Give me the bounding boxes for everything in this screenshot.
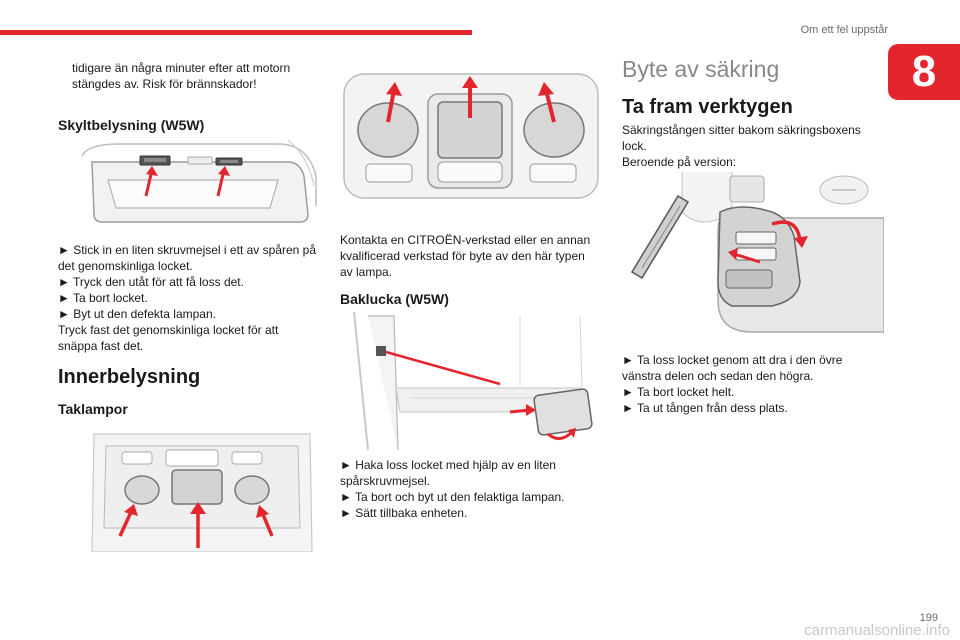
tools-steps: ► Ta loss locket genom att dra i den övr… <box>622 353 843 415</box>
plate-light-heading: Skyltbelysning (W5W) <box>58 117 205 133</box>
boot-light-illustration <box>340 312 602 450</box>
intro-warning: tidigare än några minuter efter att moto… <box>72 61 291 91</box>
boot-light-heading: Baklucka (W5W) <box>340 291 449 307</box>
fuse-box-illustration <box>622 172 884 344</box>
plate-light-illustration <box>78 136 322 234</box>
tools-intro: Säkringstången sitter bakom säkringsboxe… <box>622 123 861 169</box>
page-number: 199 <box>919 612 938 624</box>
plate-light-steps: ► Stick in en liten skruvmejsel i ett av… <box>58 243 316 353</box>
ceiling-lamp-illustration <box>86 424 318 552</box>
interior-lighting-heading: Innerbelysning <box>58 366 201 388</box>
ceiling-lamps-heading: Taklampor <box>58 401 128 417</box>
section-title: Om ett fel uppstår <box>800 24 888 36</box>
boot-light-steps: ► Haka loss locket med hjälp av en liten… <box>340 458 565 520</box>
chapter-badge: 8 <box>888 44 960 100</box>
overhead-console-illustration <box>340 70 602 202</box>
service-notice: Kontakta en CITROËN-verkstad eller en an… <box>340 233 591 279</box>
header-accent-bar <box>0 30 472 35</box>
fuse-replacement-title: Byte av säkring <box>622 56 780 82</box>
watermark: carmanualsonline.info <box>804 622 950 639</box>
get-tools-heading: Ta fram verktygen <box>622 96 793 118</box>
